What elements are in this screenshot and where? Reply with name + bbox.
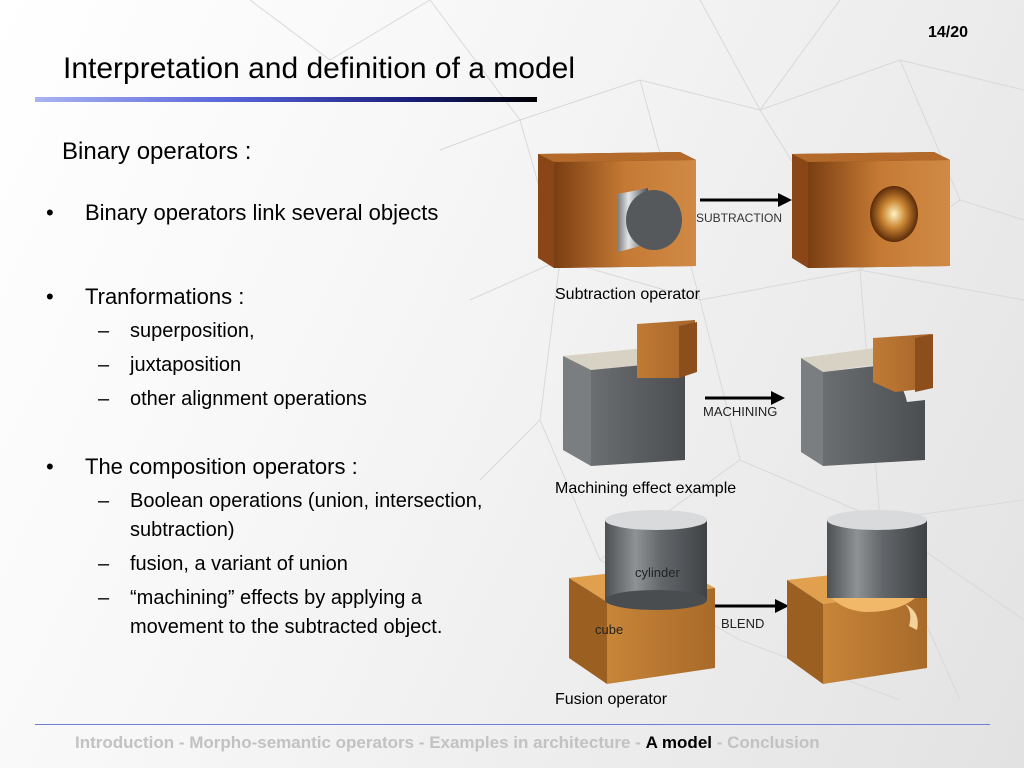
fusion-figure: cylinder cube BLEND — [569, 510, 927, 684]
blended-cube-cylinder — [787, 510, 927, 684]
footer-separator: - — [414, 733, 430, 752]
footer-nav-a-model[interactable]: A model — [645, 733, 712, 752]
sub-bullet-item: –other alignment operations — [98, 388, 367, 410]
machined-steel-block — [801, 334, 933, 466]
sub-bullet-text: “machining” effects by applying a moveme… — [130, 587, 443, 638]
sub-bullet-text: superposition, — [130, 320, 255, 342]
bullet-list: • Binary operators link several objects … — [40, 198, 490, 642]
caption-machining: Machining effect example — [555, 480, 737, 497]
sub-bullet-item: –juxtaposition — [98, 354, 242, 376]
title-underline — [35, 97, 537, 102]
arrow-label-subtraction: SUBTRACTION — [696, 211, 782, 225]
caption-fusion: Fusion operator — [555, 691, 668, 708]
sub-bullet-item: –superposition, — [98, 320, 255, 342]
sub-bullet-text: other alignment operations — [130, 388, 367, 410]
arrow-label-blend: BLEND — [721, 616, 764, 631]
footer-nav-introduction[interactable]: Introduction — [75, 733, 175, 752]
copper-block-with-hole — [792, 152, 950, 268]
footer-nav-conclusion[interactable]: Conclusion — [727, 733, 820, 752]
copper-block-with-cylinder — [538, 152, 696, 268]
cube-label: cube — [595, 622, 623, 637]
footer-divider — [35, 724, 990, 725]
sub-bullet-text: fusion, a variant of union — [130, 553, 348, 575]
blend-arrow — [715, 599, 789, 613]
page-number: 14/20 — [928, 24, 969, 41]
bullet-text: The composition operators : — [85, 454, 358, 479]
sub-bullet-item: –“machining” effects by applying a movem… — [98, 587, 443, 638]
footer-nav: Introduction - Morpho-semantic operators… — [75, 733, 820, 753]
footer-nav-morpho-semantic-operators[interactable]: Morpho-semantic operators — [189, 733, 415, 752]
footer-separator: - — [630, 733, 646, 752]
bullet-marker: • — [46, 454, 54, 479]
cylinder-label: cylinder — [635, 565, 680, 580]
cube-and-cylinder — [569, 510, 715, 684]
bullet-marker: • — [46, 200, 54, 225]
bullet-item: • Binary operators link several objects — [40, 198, 490, 228]
sub-bullet-text: juxtaposition — [130, 354, 242, 376]
machining-arrow — [705, 391, 785, 405]
slide-title: Interpretation and definition of a model — [63, 52, 576, 85]
footer-nav-examples-in-architecture[interactable]: Examples in architecture — [429, 733, 631, 752]
footer-separator: - — [174, 733, 190, 752]
caption-subtraction: Subtraction operator — [555, 286, 700, 303]
sub-bullet-item: –fusion, a variant of union — [98, 553, 348, 575]
bullet-text: Binary operators link several objects — [85, 200, 439, 225]
sub-bullet-item: –Boolean operations (union, intersection… — [98, 490, 483, 541]
sub-bullet-text: Boolean operations (union, intersection,… — [130, 490, 483, 541]
arrow-label-machining: MACHINING — [703, 404, 777, 419]
section-subtitle: Binary operators : — [62, 138, 252, 165]
subtraction-figure: SUBTRACTION — [538, 152, 950, 268]
subtraction-arrow — [700, 193, 792, 207]
bullet-item: • The composition operators : — [40, 452, 490, 482]
bullet-marker: • — [46, 284, 54, 309]
machining-figure: MACHINING — [563, 320, 933, 466]
bullet-text: Tranformations : — [85, 284, 245, 309]
bullet-item: • Tranformations : — [40, 282, 490, 312]
footer-separator: - — [712, 733, 728, 752]
steel-block-with-copper-tool — [563, 320, 697, 466]
